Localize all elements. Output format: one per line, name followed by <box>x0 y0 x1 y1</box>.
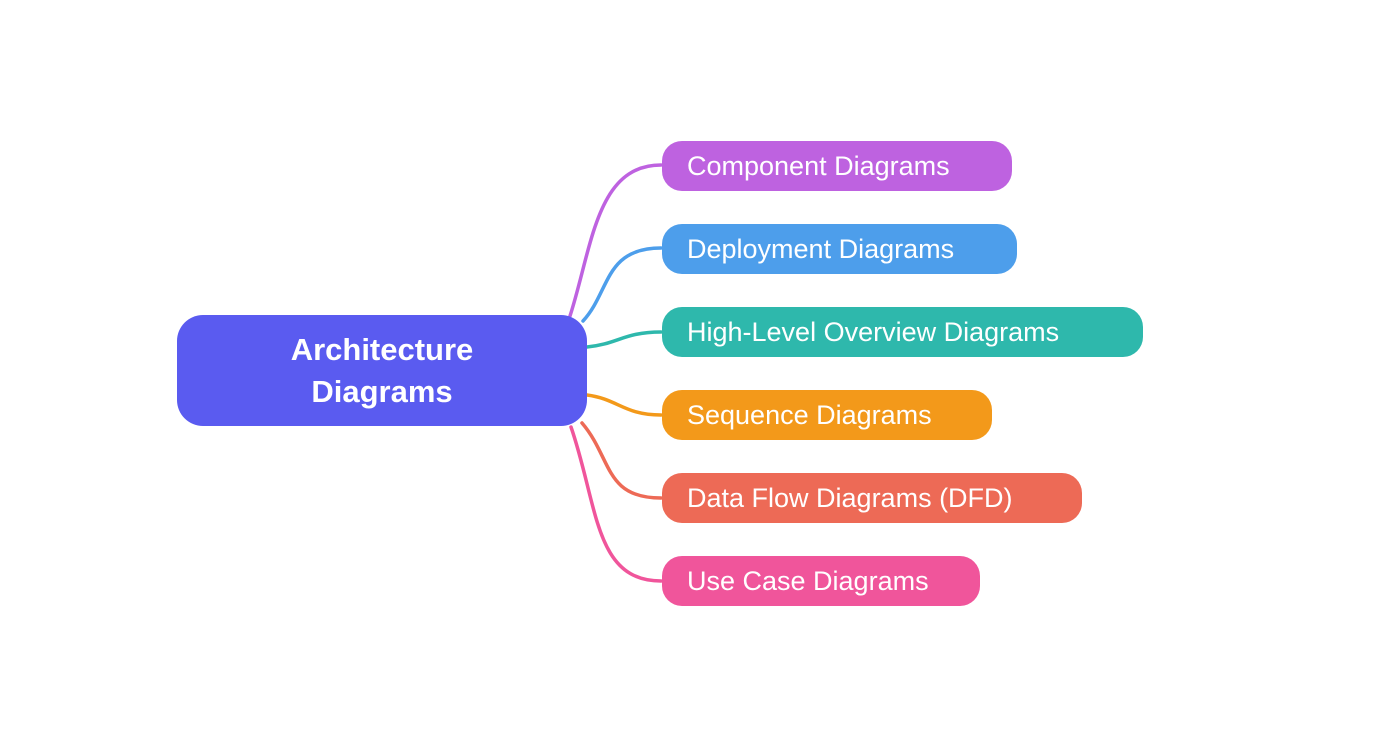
branch-node-high-level-overview-diagrams[interactable]: High-Level Overview Diagrams <box>662 307 1143 357</box>
branch-node-label: Use Case Diagrams <box>687 565 929 596</box>
connector-high-level-overview-diagrams <box>585 330 663 349</box>
branch-node-label: High-Level Overview Diagrams <box>687 316 1060 347</box>
branch-node-component-diagrams[interactable]: Component Diagrams <box>662 141 1012 191</box>
branch-node-label: Sequence Diagrams <box>687 399 932 430</box>
connector-deployment-diagrams <box>581 246 663 323</box>
connector-use-case-diagrams <box>569 425 663 583</box>
branch-node-data-flow-diagrams[interactable]: Data Flow Diagrams (DFD) <box>662 473 1082 523</box>
connector-component-diagrams <box>568 163 663 318</box>
branch-node-sequence-diagrams[interactable]: Sequence Diagrams <box>662 390 992 440</box>
branch-node-label: Data Flow Diagrams (DFD) <box>687 482 1013 513</box>
branch-node-use-case-diagrams[interactable]: Use Case Diagrams <box>662 556 980 606</box>
connector-sequence-diagrams <box>585 393 663 417</box>
branch-node-label: Component Diagrams <box>687 150 950 181</box>
branch-node-label: Deployment Diagrams <box>687 233 955 264</box>
root-node-label-line-1: Architecture <box>290 331 474 367</box>
connector-data-flow-diagrams <box>580 421 663 500</box>
root-node[interactable]: Architecture Diagrams <box>177 315 587 426</box>
branch-node-deployment-diagrams[interactable]: Deployment Diagrams <box>662 224 1017 274</box>
root-node-label-line-2: Diagrams <box>311 373 453 409</box>
